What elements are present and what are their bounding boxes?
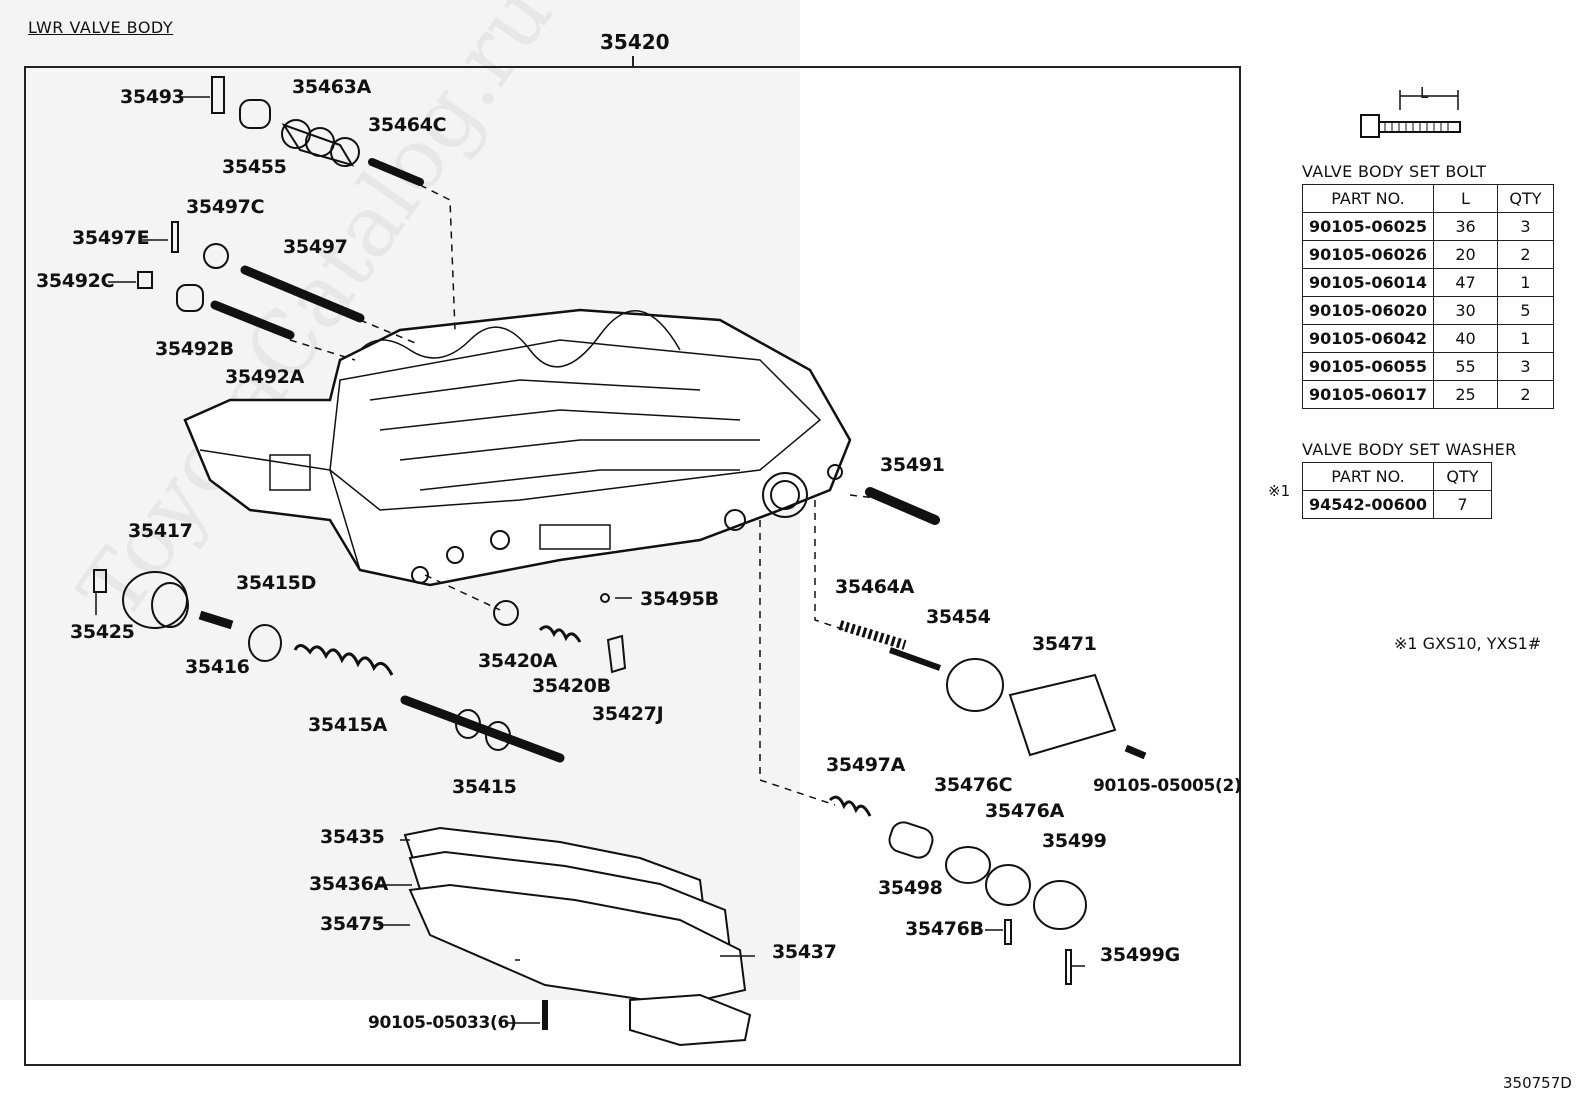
label-35476C[interactable]: 35476C [934, 774, 1013, 796]
bolt-length-label: L [1420, 84, 1429, 102]
bolt-part-cell[interactable]: 90105-06042 [1302, 324, 1434, 353]
bolt-length-cell: 30 [1433, 296, 1498, 325]
label-35499G[interactable]: 35499G [1100, 944, 1180, 966]
figure-number: 350757D [1503, 1074, 1572, 1092]
washer-table: PART NO. QTY 94542-00600 7 [1302, 462, 1492, 519]
label-35495B[interactable]: 35495B [640, 588, 719, 610]
label-35435[interactable]: 35435 [320, 826, 385, 848]
label-35497E[interactable]: 35497E [72, 227, 150, 249]
label-35425[interactable]: 35425 [70, 621, 135, 643]
washer-part-cell[interactable]: 94542-00600 [1302, 490, 1434, 519]
table-row: 90105-06042 40 1 [1302, 324, 1554, 353]
label-35463A[interactable]: 35463A [292, 76, 372, 98]
label-35436A[interactable]: 35436A [309, 873, 389, 895]
label-90105-05005[interactable]: 90105-05005(2) [1093, 776, 1242, 796]
assembly-frame [24, 66, 1241, 1066]
bolt-part-cell[interactable]: 90105-06055 [1302, 352, 1434, 381]
bolt-qty-cell: 1 [1497, 268, 1554, 297]
washer-mark: ※1 [1268, 482, 1291, 500]
bolt-length-cell: 20 [1433, 240, 1498, 269]
label-35415A[interactable]: 35415A [308, 714, 388, 736]
label-35420B[interactable]: 35420B [532, 675, 611, 697]
section-title: LWR VALVE BODY [28, 18, 174, 37]
bolt-part-cell[interactable]: 90105-06026 [1302, 240, 1434, 269]
bolt-header-l: L [1433, 184, 1498, 213]
label-35471[interactable]: 35471 [1032, 633, 1097, 655]
table-row: 90105-06055 55 3 [1302, 352, 1554, 381]
table-row: 94542-00600 7 [1302, 490, 1492, 519]
label-35497[interactable]: 35497 [283, 236, 348, 258]
label-35416[interactable]: 35416 [185, 656, 250, 678]
bolt-table-title: VALVE BODY SET BOLT [1302, 162, 1487, 181]
label-35464C[interactable]: 35464C [368, 114, 447, 136]
table-row: 90105-06014 47 1 [1302, 268, 1554, 297]
bolt-length-cell: 55 [1433, 352, 1498, 381]
bolt-header-qty: QTY [1497, 184, 1554, 213]
assembly-leader [632, 56, 634, 68]
assembly-part-number[interactable]: 35420 [600, 30, 670, 54]
table-row: 90105-06017 25 2 [1302, 380, 1554, 409]
washer-header-qty: QTY [1433, 462, 1492, 491]
bolt-qty-cell: 2 [1497, 240, 1554, 269]
label-35493[interactable]: 35493 [120, 86, 185, 108]
bolt-part-cell[interactable]: 90105-06017 [1302, 380, 1434, 409]
label-35492A[interactable]: 35492A [225, 366, 305, 388]
label-35499[interactable]: 35499 [1042, 830, 1107, 852]
valve-body-drawing[interactable] [183, 308, 852, 587]
label-35464A[interactable]: 35464A [835, 576, 915, 598]
bolt-length-cell: 40 [1433, 324, 1498, 353]
table-row: 90105-06026 20 2 [1302, 240, 1554, 269]
label-35497C[interactable]: 35497C [186, 196, 265, 218]
table-row: 90105-06025 36 3 [1302, 212, 1554, 241]
label-35455[interactable]: 35455 [222, 156, 287, 178]
label-35498[interactable]: 35498 [878, 877, 943, 899]
label-35427J[interactable]: 35427J [592, 703, 664, 725]
bolt-part-cell[interactable]: 90105-06014 [1302, 268, 1434, 297]
label-35476A[interactable]: 35476A [985, 800, 1065, 822]
applicability-footnote: ※1 GXS10, YXS1# [1394, 634, 1542, 653]
bolt-length-cell: 25 [1433, 380, 1498, 409]
table-row: 90105-06020 30 5 [1302, 296, 1554, 325]
label-35492B[interactable]: 35492B [155, 338, 234, 360]
label-35420A[interactable]: 35420A [478, 650, 558, 672]
bolt-qty-cell: 3 [1497, 352, 1554, 381]
bolt-header-part: PART NO. [1302, 184, 1434, 213]
label-35491[interactable]: 35491 [880, 454, 945, 476]
label-35492C[interactable]: 35492C [36, 270, 115, 292]
washer-header-part: PART NO. [1302, 462, 1434, 491]
label-35476B[interactable]: 35476B [905, 918, 984, 940]
bolt-qty-cell: 5 [1497, 296, 1554, 325]
label-35437[interactable]: 35437 [772, 941, 837, 963]
bolt-length-cell: 36 [1433, 212, 1498, 241]
part-35455-drawing [239, 99, 271, 129]
bolt-qty-cell: 3 [1497, 212, 1554, 241]
label-35415[interactable]: 35415 [452, 776, 517, 798]
label-35454[interactable]: 35454 [926, 606, 991, 628]
part-35463A-drawing [281, 123, 355, 167]
bolt-length-cell: 47 [1433, 268, 1498, 297]
bolt-table: PART NO. L QTY 90105-06025 36 3 90105-06… [1302, 184, 1554, 409]
washer-qty-cell: 7 [1433, 490, 1492, 519]
label-35417[interactable]: 35417 [128, 520, 193, 542]
label-35497A[interactable]: 35497A [826, 754, 906, 776]
bolt-qty-cell: 2 [1497, 380, 1554, 409]
bolt-qty-cell: 1 [1497, 324, 1554, 353]
washer-table-title: VALVE BODY SET WASHER [1302, 440, 1517, 459]
label-35415D[interactable]: 35415D [236, 572, 317, 594]
label-35475[interactable]: 35475 [320, 913, 385, 935]
bolt-part-cell[interactable]: 90105-06020 [1302, 296, 1434, 325]
bolt-part-cell[interactable]: 90105-06025 [1302, 212, 1434, 241]
part-35493-drawing [211, 76, 225, 114]
label-90105-05033[interactable]: 90105-05033(6) [368, 1013, 517, 1033]
